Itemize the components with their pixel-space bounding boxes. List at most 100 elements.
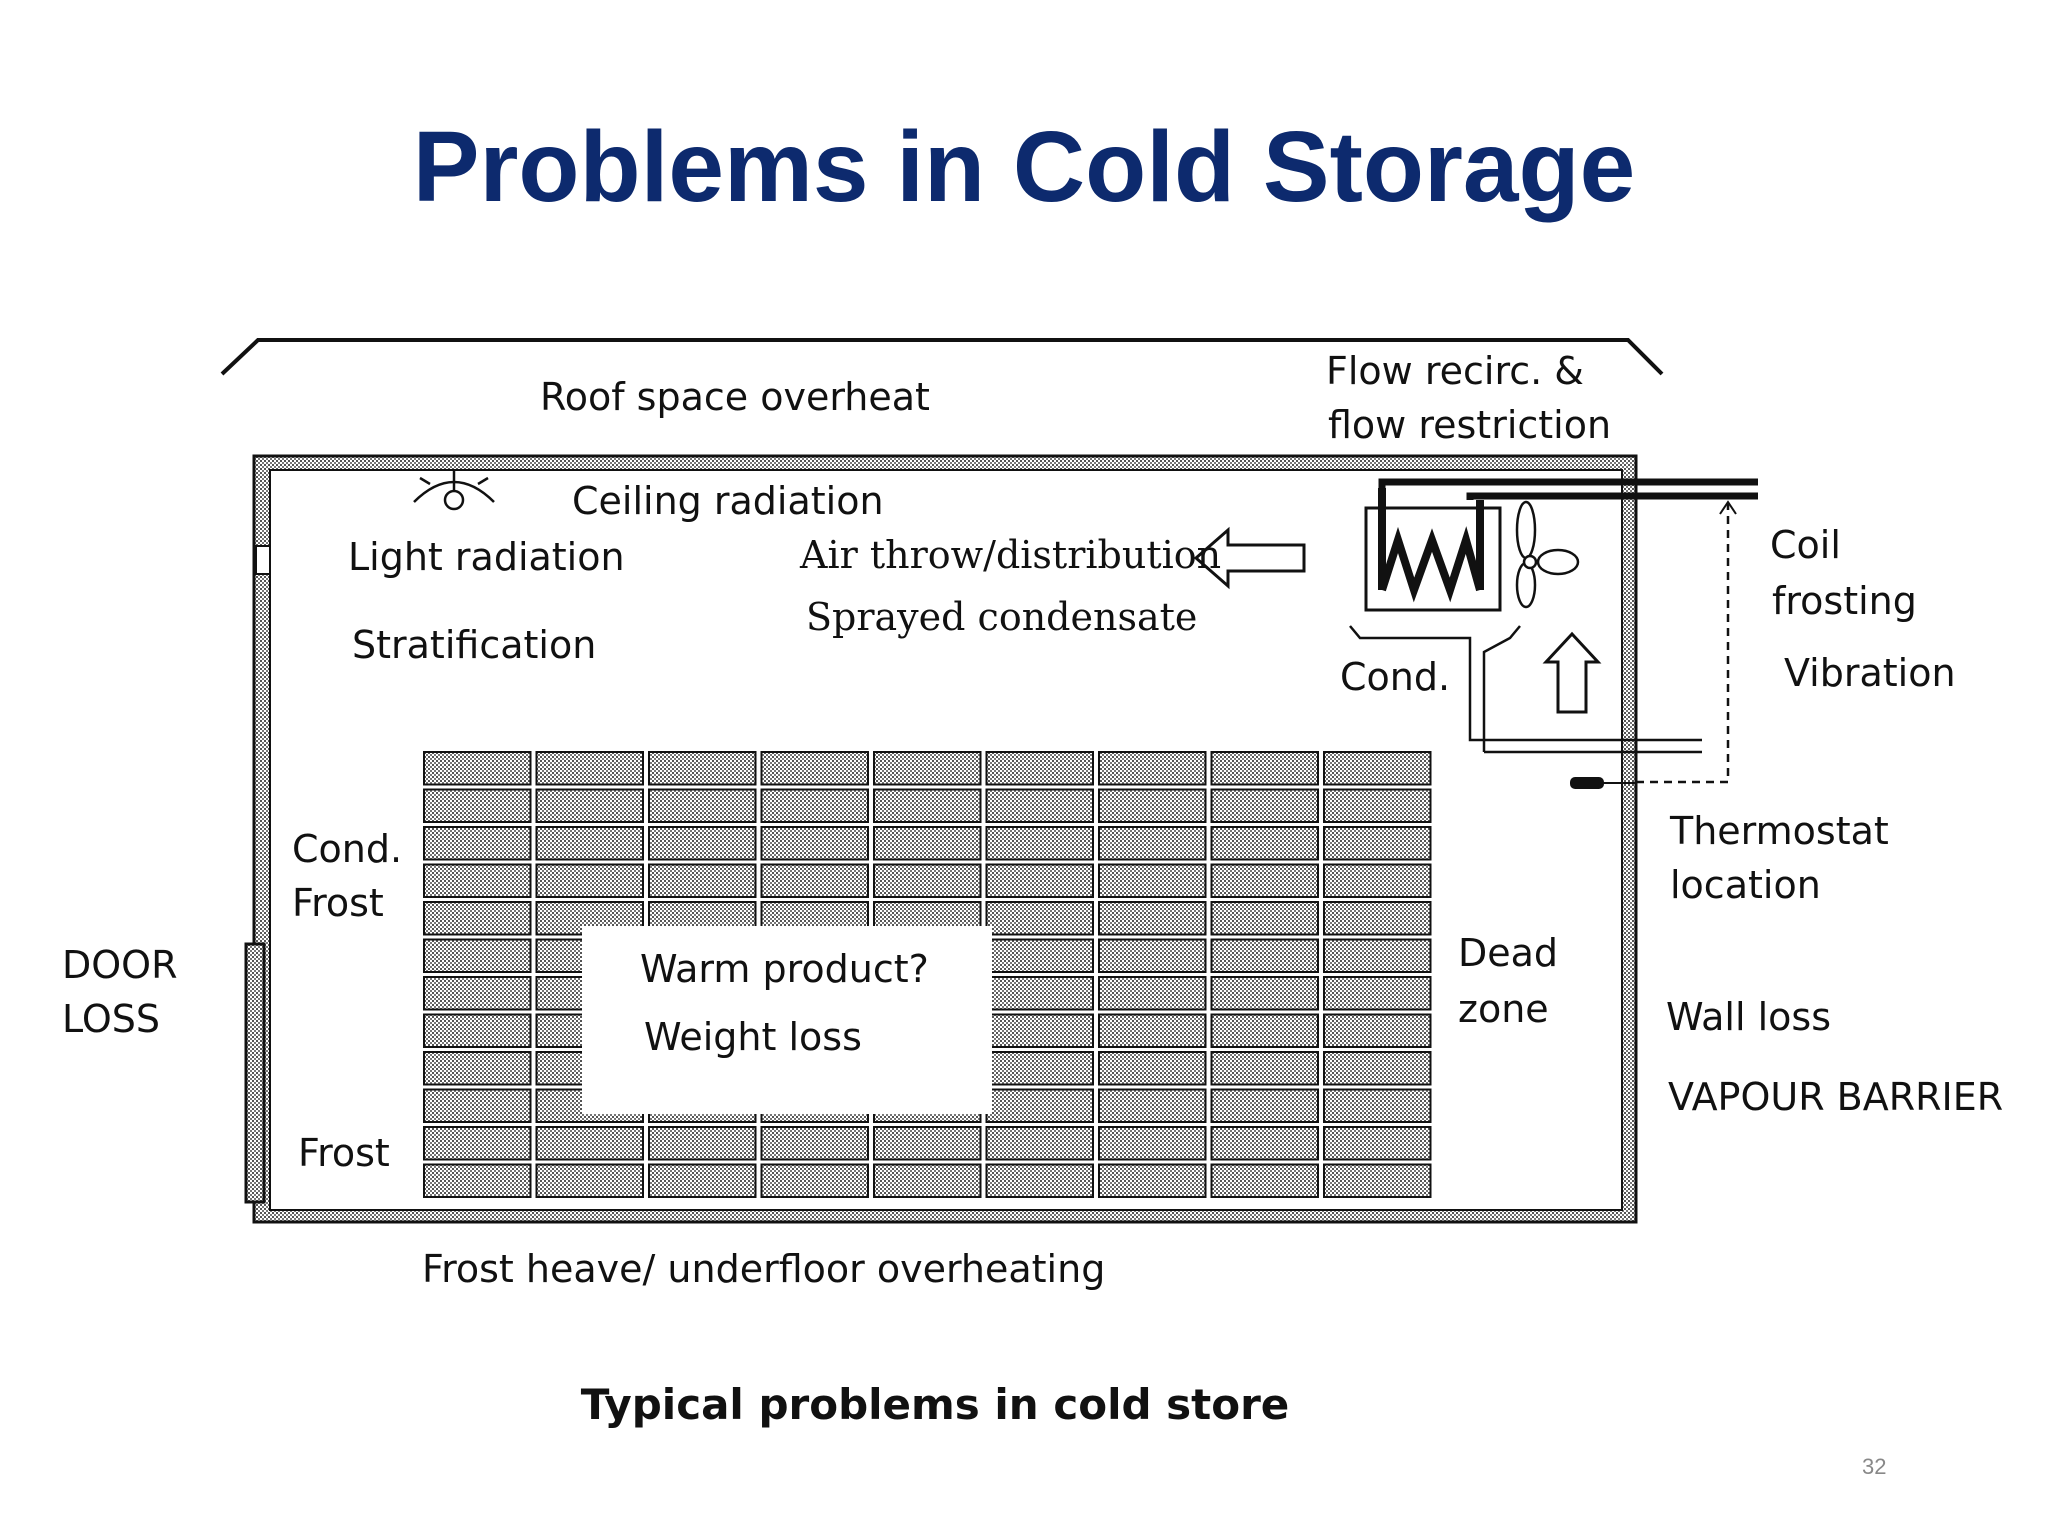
product-box	[760, 1163, 869, 1198]
light-icon	[413, 470, 495, 511]
product-box	[1323, 751, 1432, 786]
product-box	[1323, 901, 1432, 936]
frost-left-label: Frost	[292, 881, 384, 925]
product-box	[985, 901, 1094, 936]
product-box	[985, 863, 1094, 898]
fan-icon	[1515, 500, 1580, 609]
product-box	[535, 788, 644, 823]
warm-product-panel	[582, 926, 992, 1114]
product-box	[1323, 976, 1432, 1011]
product-box	[1323, 938, 1432, 973]
product-box	[535, 1126, 644, 1161]
product-box	[535, 751, 644, 786]
product-box	[648, 751, 757, 786]
product-box	[1210, 1013, 1319, 1048]
product-box	[873, 826, 982, 861]
frost-heave-label: Frost heave/ underfloor overheating	[422, 1247, 1106, 1291]
sprayed-label: Sprayed condensate	[806, 595, 1198, 639]
product-box	[535, 826, 644, 861]
product-box	[535, 1163, 644, 1198]
flow-label-2: flow restriction	[1328, 403, 1612, 447]
coil-label-2: frosting	[1772, 579, 1917, 623]
sensing-line	[1636, 504, 1730, 784]
product-box	[760, 1126, 869, 1161]
stratification-label: Stratification	[352, 623, 597, 667]
flow-label-1: Flow recirc. &	[1326, 349, 1584, 393]
product-box	[1323, 1013, 1432, 1048]
product-box	[1098, 788, 1207, 823]
weight-loss-label: Weight loss	[644, 1015, 862, 1059]
thermostat-icon	[1570, 777, 1636, 789]
product-box	[1098, 901, 1207, 936]
product-box	[873, 788, 982, 823]
product-box	[1098, 1126, 1207, 1161]
coil-label-1: Coil	[1770, 523, 1841, 567]
product-box	[1210, 1088, 1319, 1123]
product-box	[985, 1126, 1094, 1161]
product-box	[1098, 1088, 1207, 1123]
product-box	[423, 1163, 532, 1198]
thermostat-label-1: Thermostat	[1670, 809, 1889, 853]
product-box	[1098, 826, 1207, 861]
figure-caption: Typical problems in cold store	[580, 1380, 1290, 1429]
product-box	[873, 751, 982, 786]
product-box	[648, 788, 757, 823]
product-box	[1098, 976, 1207, 1011]
product-box	[1210, 976, 1319, 1011]
product-box	[1323, 1126, 1432, 1161]
product-box	[985, 938, 1094, 973]
product-box	[423, 938, 532, 973]
up-arrow-icon	[1542, 631, 1602, 714]
product-box	[1210, 1163, 1319, 1198]
warm-product-label: Warm product?	[640, 947, 929, 991]
product-box	[1098, 938, 1207, 973]
product-box	[1210, 751, 1319, 786]
slide-title: Problems in Cold Storage	[412, 111, 1636, 223]
product-box	[423, 1088, 532, 1123]
door	[244, 942, 266, 1204]
product-box	[985, 1088, 1094, 1123]
roof-line	[220, 338, 1664, 376]
drain-tray	[1349, 625, 1702, 754]
product-box	[985, 788, 1094, 823]
product-box	[1323, 1088, 1432, 1123]
product-box	[760, 751, 869, 786]
door-label-2: LOSS	[62, 997, 160, 1041]
light-label: Light radiation	[348, 535, 625, 579]
product-box	[760, 826, 869, 861]
roof-label: Roof space overheat	[540, 375, 930, 419]
product-box	[1210, 938, 1319, 973]
dead-zone-label-2: zone	[1458, 987, 1549, 1031]
product-box	[423, 901, 532, 936]
product-box	[1210, 1051, 1319, 1086]
product-box	[1098, 1051, 1207, 1086]
product-box	[423, 1126, 532, 1161]
product-box	[1098, 1163, 1207, 1198]
product-box	[985, 1013, 1094, 1048]
product-box	[1098, 863, 1207, 898]
product-box	[535, 863, 644, 898]
product-box	[423, 788, 532, 823]
product-box	[1210, 788, 1319, 823]
thermostat-label-2: location	[1670, 863, 1821, 907]
product-box	[1210, 901, 1319, 936]
product-box	[1098, 1013, 1207, 1048]
vibration-label: Vibration	[1784, 651, 1956, 695]
refrigerant-pipes	[1378, 478, 1758, 500]
product-box	[1210, 863, 1319, 898]
product-box	[1323, 826, 1432, 861]
product-box	[985, 751, 1094, 786]
product-box	[1323, 863, 1432, 898]
product-box	[985, 1051, 1094, 1086]
page-number: 32	[1862, 1454, 1887, 1479]
product-box	[985, 826, 1094, 861]
wall-loss-label: Wall loss	[1666, 995, 1832, 1039]
product-box	[1210, 1126, 1319, 1161]
product-box	[423, 826, 532, 861]
product-box	[1098, 751, 1207, 786]
product-box	[985, 1163, 1094, 1198]
product-box	[648, 863, 757, 898]
product-box	[873, 1163, 982, 1198]
product-box	[760, 863, 869, 898]
